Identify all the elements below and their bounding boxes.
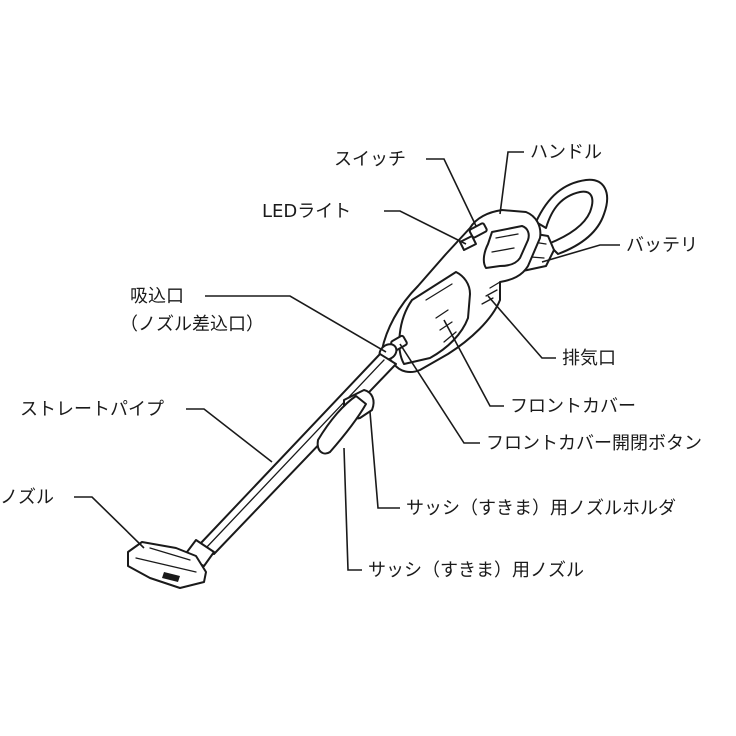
label-front-cover: フロントカバー (510, 396, 636, 417)
part-labels: スイッチ ハンドル LEDライト バッテリ 吸込口 （ノズル差込口） 排気口 フ… (0, 142, 702, 581)
label-intake-line2: （ノズル差込口） (120, 314, 264, 335)
label-straight-pipe: ストレートパイプ (20, 399, 164, 420)
hand-strap (535, 178, 609, 255)
switch-knob (468, 222, 488, 239)
front-cover-shape (398, 271, 471, 365)
label-exhaust: 排気口 (562, 348, 616, 369)
label-battery: バッテリ (626, 235, 698, 256)
label-intake-line1: 吸込口 (130, 286, 184, 307)
handle-grip (482, 225, 530, 269)
label-handle: ハンドル (530, 142, 602, 163)
leader-lines (74, 151, 620, 571)
label-front-cover-button: フロントカバー開閉ボタン (486, 433, 702, 454)
label-led-light: LEDライト (262, 201, 351, 222)
vacuum-illustration (127, 178, 609, 589)
label-switch: スイッチ (334, 149, 406, 170)
label-sash-nozzle: サッシ（すきま）用ノズル (368, 560, 584, 581)
led-window (459, 235, 477, 251)
label-nozzle: ノズル (0, 487, 54, 508)
sash-nozzle-shape (316, 395, 367, 455)
label-sash-nozzle-holder: サッシ（すきま）用ノズルホルダ (406, 498, 676, 519)
